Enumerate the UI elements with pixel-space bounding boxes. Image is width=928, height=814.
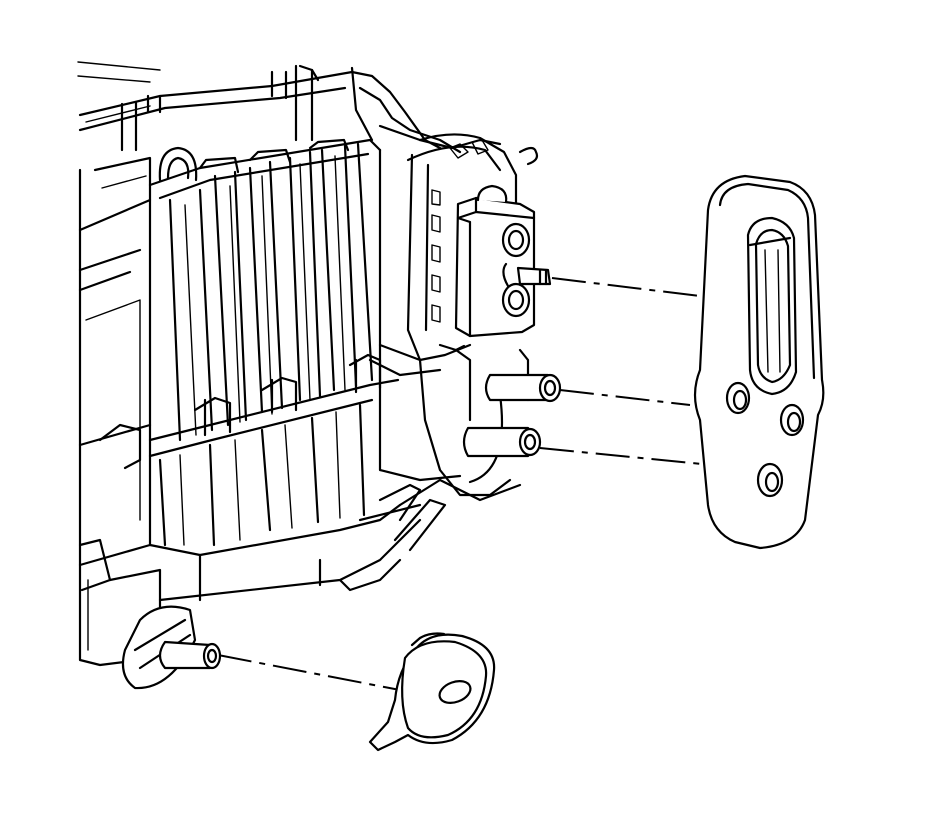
- evaporator-tube-seal: [693, 174, 825, 550]
- expansion-valve: [454, 184, 552, 338]
- exploded-view-centerlines: [217, 277, 713, 691]
- valve-mounting-bracket: [406, 133, 530, 497]
- housing-drain-outlet: [121, 605, 222, 690]
- drain-seal: [368, 632, 496, 752]
- evaporator-core: [98, 138, 472, 547]
- evaporator-tubes: [462, 373, 562, 458]
